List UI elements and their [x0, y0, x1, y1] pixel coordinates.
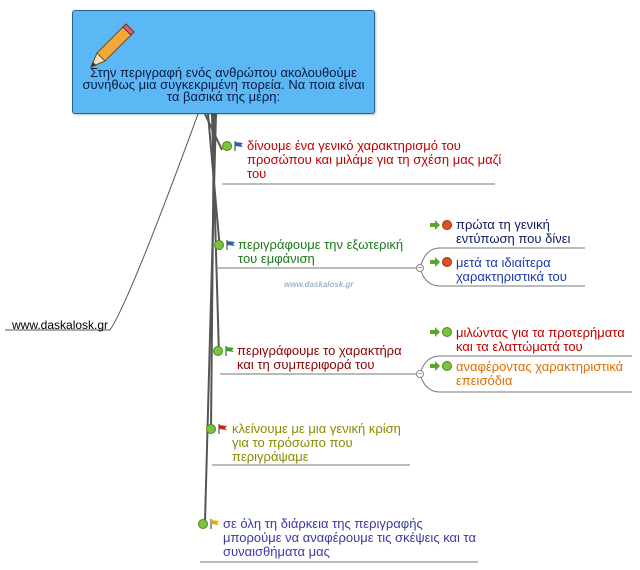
branch-4-text[interactable]: κλείνουμε με μια γενική κρίση για το πρό…	[232, 422, 412, 464]
branch-1-label: δίνουμε ένα γενικό χαρακτηρισμό του προσ…	[247, 138, 501, 181]
green-arrow-icon	[430, 257, 440, 267]
red-flag-icon	[218, 424, 228, 434]
branch-2-text[interactable]: περιγράφουμε την εξωτερική του εμφάνιση	[238, 238, 423, 266]
branch-2-2-icons	[430, 257, 452, 267]
branch-2-2-text[interactable]: μετά τα ιδιαίτερα χαρακτηριστικά του	[456, 256, 586, 284]
green-arrow-icon	[430, 327, 440, 337]
check-icon	[214, 240, 224, 250]
branch-2-1-label: πρώτα τη γενική εντύπωση που δίνει	[456, 217, 570, 246]
branch-3-icons	[213, 346, 235, 356]
branch-1-text[interactable]: δίνουμε ένα γενικό χαρακτηρισμό του προσ…	[247, 139, 507, 181]
branch-4-icons	[206, 424, 228, 434]
branch-5-label: σε όλη τη διάρκεια της περιγραφής μπορού…	[223, 516, 476, 559]
check-icon	[222, 141, 232, 151]
branch-5-icons	[198, 519, 220, 529]
branch-2-1-text[interactable]: πρώτα τη γενική εντύπωση που δίνει	[456, 218, 586, 246]
orange-dot-icon	[442, 220, 452, 230]
branch-3-2-label: αναφέροντας χαρακτηριστικά επεισόδια	[456, 359, 623, 388]
green-dot-icon	[442, 327, 452, 337]
check-icon	[206, 424, 216, 434]
website-label: www.daskalosk.gr	[12, 318, 108, 332]
green-arrow-icon	[430, 361, 440, 371]
green-arrow-icon	[430, 220, 440, 230]
branch-3-1-text[interactable]: μιλώντας για τα προτερήματα και τα ελαττ…	[456, 326, 634, 354]
green-flag-icon	[225, 346, 235, 356]
branch-2-2-label: μετά τα ιδιαίτερα χαρακτηριστικά του	[456, 255, 567, 284]
branch-3-label: περιγράφουμε το χαρακτήρα και τη συμπερι…	[237, 343, 402, 372]
branch-2-label: περιγράφουμε την εξωτερική του εμφάνιση	[238, 237, 403, 266]
central-topic-text: Στην περιγραφή ενός ανθρώπου ακολουθούμε…	[75, 67, 372, 103]
check-icon	[213, 346, 223, 356]
branch-3-2-icons	[430, 361, 452, 371]
branch-3-1-icons	[430, 327, 452, 337]
branch-1-icons	[222, 141, 244, 151]
branch-3-text[interactable]: περιγράφουμε το χαρακτήρα και τη συμπερι…	[237, 344, 417, 372]
collapse-toggle[interactable]: −	[416, 370, 424, 378]
blue-flag-icon	[226, 240, 236, 250]
watermark: www.daskalosk.gr	[284, 280, 354, 289]
yellow-flag-icon	[210, 519, 220, 529]
green-dot-icon	[442, 361, 452, 371]
branch-3-2-text[interactable]: αναφέροντας χαρακτηριστικά επεισόδια	[456, 360, 634, 388]
collapse-toggle[interactable]: −	[416, 264, 424, 272]
blue-flag-icon	[234, 141, 244, 151]
branch-2-1-icons	[430, 220, 452, 230]
branch-4-label: κλείνουμε με μια γενική κρίση για το πρό…	[232, 421, 401, 464]
central-topic[interactable]: Στην περιγραφή ενός ανθρώπου ακολουθούμε…	[72, 10, 375, 114]
orange-dot-icon	[442, 257, 452, 267]
branch-2-icons	[214, 240, 236, 250]
check-icon	[198, 519, 208, 529]
branch-3-1-label: μιλώντας για τα προτερήματα και τα ελαττ…	[456, 325, 625, 354]
branch-5-text[interactable]: σε όλη τη διάρκεια της περιγραφής μπορού…	[223, 517, 481, 559]
